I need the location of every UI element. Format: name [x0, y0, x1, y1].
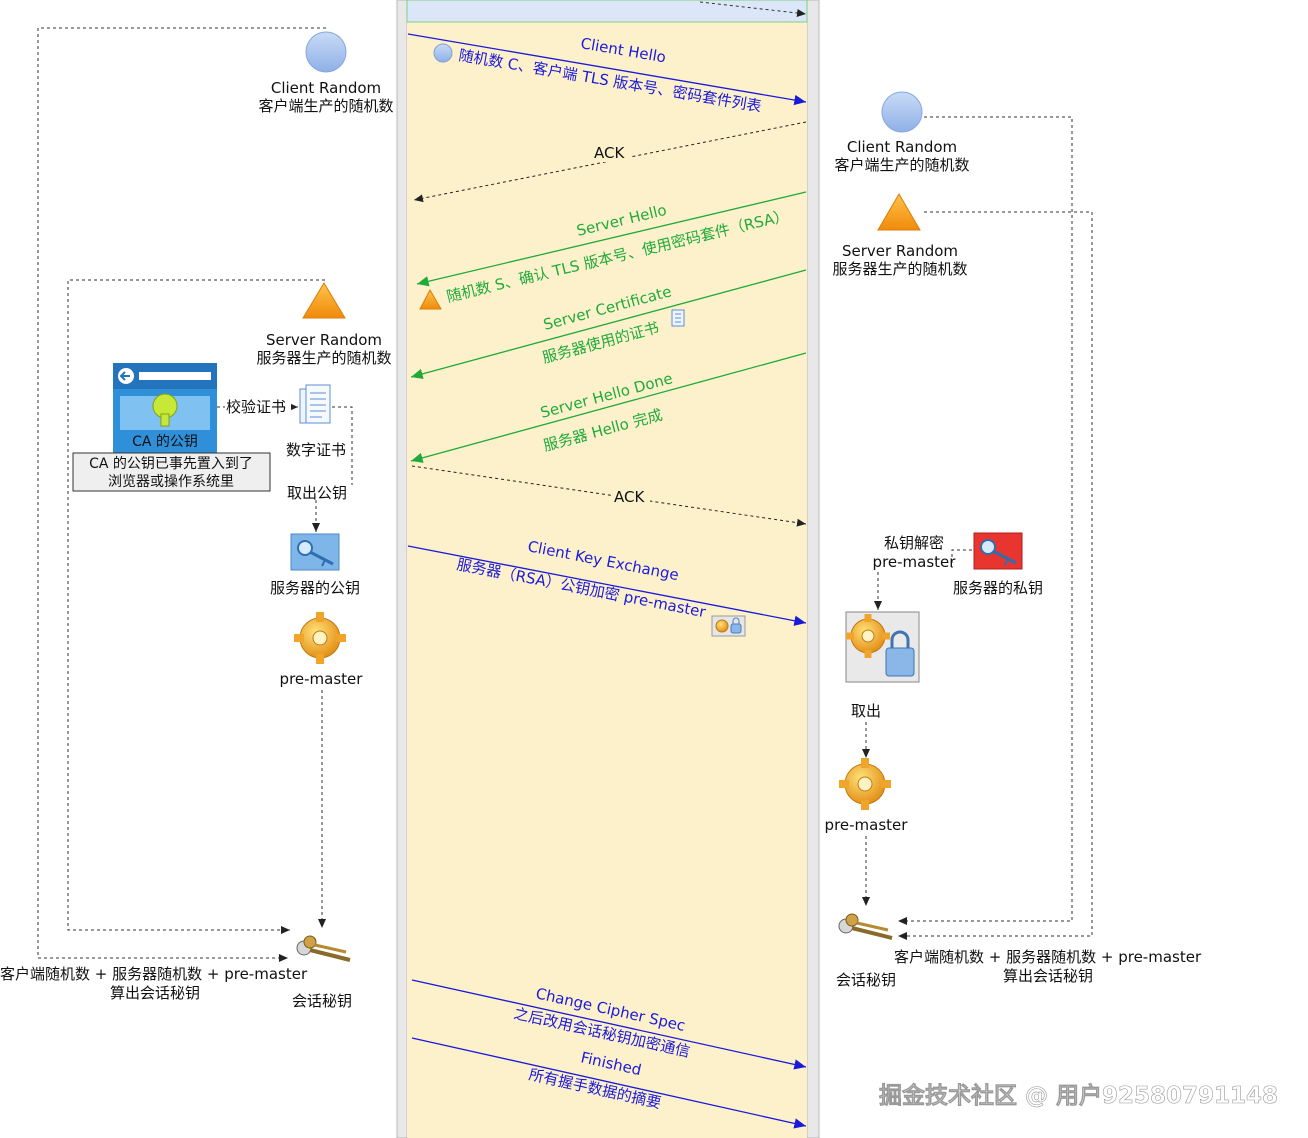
server-session-key-icon [838, 913, 893, 940]
decrypt-label-line1: 私钥解密 [884, 534, 944, 552]
server-formula-line1: 客户端随机数 + 服务器随机数 + pre-master [894, 948, 1202, 966]
server-server-random-icon [877, 193, 921, 231]
client-random-icon [305, 31, 347, 73]
server-pre-master-gear-icon [839, 758, 891, 810]
server-private-key-icon [973, 532, 1023, 570]
server-client-random-title: Client Random [847, 138, 957, 156]
ca-note-line2: 浏览器或操作系统里 [108, 474, 234, 490]
server-private-key-label: 服务器的私钥 [953, 579, 1043, 597]
client-pre-master-label: pre-master [280, 670, 364, 688]
encrypted-pre-master-small-icon [711, 615, 746, 637]
digital-certificate-label: 数字证书 [286, 441, 346, 459]
server-random-desc: 服务器生产的随机数 [256, 349, 391, 367]
server-public-key-label: 服务器的公钥 [270, 579, 360, 597]
client-session-key-label: 会话秘钥 [292, 992, 352, 1010]
msg-ack-2-label: ACK [614, 488, 645, 506]
server-client-random-desc: 客户端生产的随机数 [834, 156, 969, 174]
client-formula-line2: 算出会话秘钥 [110, 984, 200, 1002]
client-side: Client Random 客户端生产的随机数 Server Random 服务… [0, 27, 394, 1010]
pre-master-gear-icon [294, 612, 346, 664]
server-server-random-desc: 服务器生产的随机数 [832, 260, 967, 278]
server-formula-line2: 算出会话秘钥 [1003, 967, 1093, 985]
client-random-small-icon [433, 43, 453, 63]
verify-cert-label: 校验证书 [226, 398, 286, 416]
msg-ack-1: ACK [413, 121, 807, 203]
server-random-title: Server Random [266, 331, 382, 349]
ca-public-key-panel: CA 的公钥 [113, 363, 217, 453]
client-random-title: Client Random [271, 79, 381, 97]
server-session-key-label: 会话秘钥 [836, 971, 896, 989]
client-random-desc: 客户端生产的随机数 [258, 97, 393, 115]
extract-label: 取出 [851, 702, 881, 720]
server-random-icon [302, 282, 346, 319]
digital-certificate-icon [299, 384, 331, 424]
extract-public-key-label: 取出公钥 [287, 484, 347, 502]
client-formula-line1: 客户端随机数 + 服务器随机数 + pre-master [0, 965, 308, 983]
encrypted-pre-master-icon [845, 611, 920, 683]
server-random-small-icon [419, 288, 442, 310]
watermark: 掘金技术社区 @ 用户92580791148 [879, 1082, 1278, 1109]
server-side: Client Random 客户端生产的随机数 Server Random 服务… [825, 91, 1202, 989]
session-key-icon [296, 935, 351, 962]
server-pre-master-label: pre-master [825, 816, 909, 834]
server-public-key-icon [290, 533, 340, 571]
ca-public-key-label: CA 的公钥 [132, 434, 198, 450]
msg-ack-2: ACK [411, 465, 807, 527]
server-client-random-icon [881, 91, 923, 133]
msg-ack-1-label: ACK [594, 144, 625, 162]
server-server-random-title: Server Random [842, 242, 958, 260]
decrypt-label-line2: pre-master [873, 553, 957, 571]
certificate-small-icon [671, 309, 685, 327]
ca-note-line1: CA 的公钥已事先置入到了 [89, 456, 253, 472]
